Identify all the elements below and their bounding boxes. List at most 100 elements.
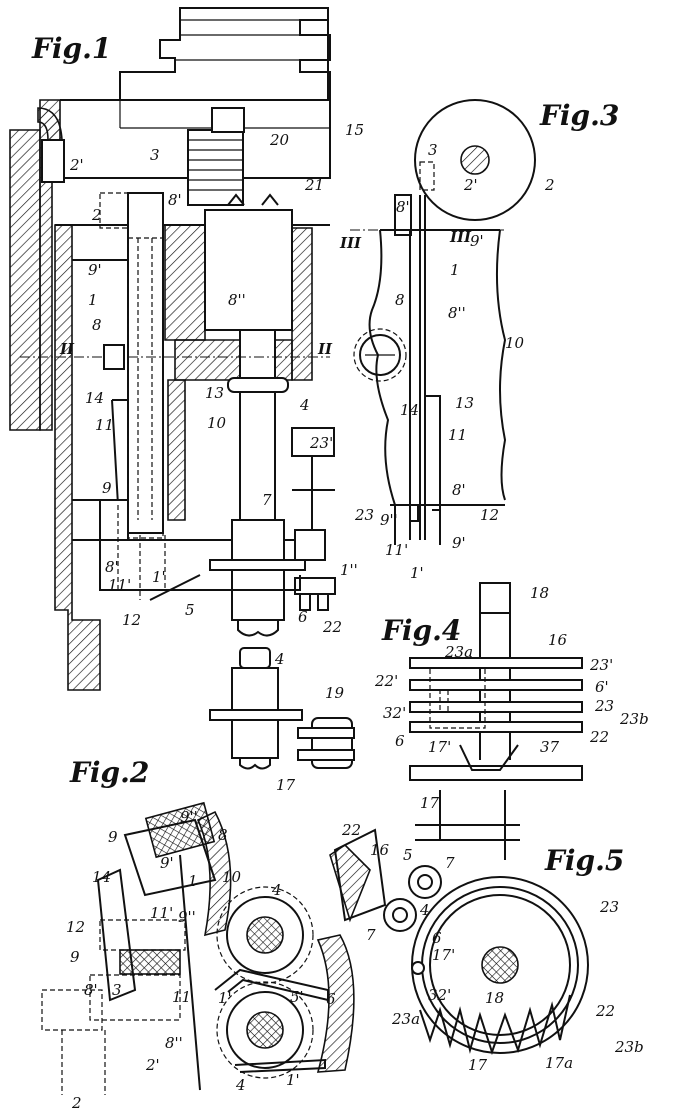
label: 17' — [428, 738, 451, 756]
label: 7 — [445, 854, 455, 872]
label: 22 — [589, 728, 609, 746]
label: 9' — [470, 232, 484, 250]
fig3-drawing — [350, 99, 536, 545]
fig3-title: Fig.3 — [539, 99, 619, 132]
label: 22 — [341, 821, 361, 839]
label: 2' — [463, 176, 478, 194]
label: 23 — [599, 898, 619, 916]
label: 6' — [595, 678, 609, 696]
label: 6 — [326, 990, 336, 1008]
label: 3 — [428, 141, 438, 159]
label: 6 — [298, 608, 308, 626]
label: 22 — [322, 618, 342, 636]
label: 5 — [403, 846, 413, 864]
label: 1 — [450, 261, 460, 279]
label: 5 — [185, 601, 195, 619]
label: 18 — [485, 989, 504, 1007]
label: 20 — [269, 131, 290, 149]
label: 8' — [168, 191, 182, 209]
label: 1' — [410, 564, 424, 582]
label: II — [59, 340, 75, 358]
label: 13 — [205, 384, 224, 402]
label: 23b — [614, 1038, 644, 1056]
label: 1' — [152, 568, 166, 586]
label: 18 — [530, 584, 549, 602]
label: 9 — [102, 479, 112, 497]
label: 9' — [160, 854, 174, 872]
fig1-drawing — [9, 7, 355, 770]
label: 21 — [304, 176, 324, 194]
label: 9' — [88, 261, 102, 279]
label: 9'' — [180, 808, 198, 826]
label: 10 — [222, 868, 242, 886]
label: 8' — [396, 198, 410, 216]
fig4-drawing — [409, 582, 583, 860]
label: 11' — [150, 904, 173, 922]
label: 10 — [505, 334, 525, 352]
label: 9 — [108, 828, 118, 846]
label: 17a — [545, 1054, 573, 1072]
label: 17 — [276, 776, 296, 794]
label: III — [449, 228, 472, 246]
label: 9'' — [380, 511, 398, 529]
label: 22 — [595, 1002, 615, 1020]
label: 8'' — [448, 304, 466, 322]
label: 11' — [385, 541, 408, 559]
label: 8' — [105, 558, 119, 576]
label: 32' — [428, 986, 451, 1004]
label: 11' — [108, 576, 131, 594]
label: 8' — [452, 481, 466, 499]
label: 23b — [619, 710, 649, 728]
fig5-title: Fig.5 — [544, 844, 624, 877]
label: II — [317, 340, 333, 358]
label: 3 — [150, 146, 160, 164]
label: 2' — [69, 156, 84, 174]
label: 1' — [218, 989, 232, 1007]
label: 16 — [370, 841, 390, 859]
fig2-title: Fig.2 — [69, 756, 149, 789]
label: 3 — [112, 981, 122, 999]
fig5-labels: 5 7 7 4 6 23 17' 32' 18 23a 22 17 17a 23… — [366, 846, 644, 1074]
label: 8 — [218, 826, 228, 844]
label: 23a — [391, 1010, 420, 1028]
label: 2 — [91, 206, 102, 224]
label: 8'' — [228, 291, 246, 309]
label: 17 — [420, 794, 440, 812]
label: 8' — [84, 981, 98, 999]
label: 9'' — [178, 908, 196, 926]
label: 2' — [145, 1056, 160, 1074]
label: 1'' — [340, 561, 358, 579]
fig5-drawing — [333, 828, 589, 1056]
label: 23 — [354, 506, 374, 524]
fig4-labels: 18 16 23a 23' 22' 6' 23 32' 23b 6 22 17'… — [374, 584, 649, 812]
label: 23' — [589, 656, 613, 674]
fig2-drawing — [41, 801, 371, 1095]
label: 23a — [444, 643, 473, 661]
label: 32' — [383, 704, 406, 722]
label: 37 — [540, 738, 560, 756]
label: 11 — [448, 426, 467, 444]
label: 6 — [395, 732, 405, 750]
label: 17 — [468, 1056, 488, 1074]
label: 1 — [188, 872, 198, 890]
label: 16 — [548, 631, 568, 649]
label: 5' — [290, 988, 304, 1006]
label: 12 — [480, 506, 499, 524]
label: 11 — [95, 416, 114, 434]
label: 2 — [544, 176, 555, 194]
label: 23' — [309, 434, 333, 452]
label: 7 — [262, 491, 272, 509]
label: 15 — [345, 121, 364, 139]
label: 14 — [92, 868, 111, 886]
label: 17' — [432, 946, 455, 964]
label: 4 — [271, 881, 282, 899]
fig1-title: Fig.1 — [31, 32, 111, 65]
label: 13 — [455, 394, 474, 412]
label: 22' — [374, 672, 398, 690]
label: 6 — [432, 929, 442, 947]
label: 2 — [71, 1094, 82, 1112]
label: 9' — [452, 534, 466, 552]
fig1-labels: 2' 3 20 15 21 2 8' 9' 1 8 8'' II II 14 1… — [59, 121, 374, 794]
label: 4 — [274, 650, 285, 668]
